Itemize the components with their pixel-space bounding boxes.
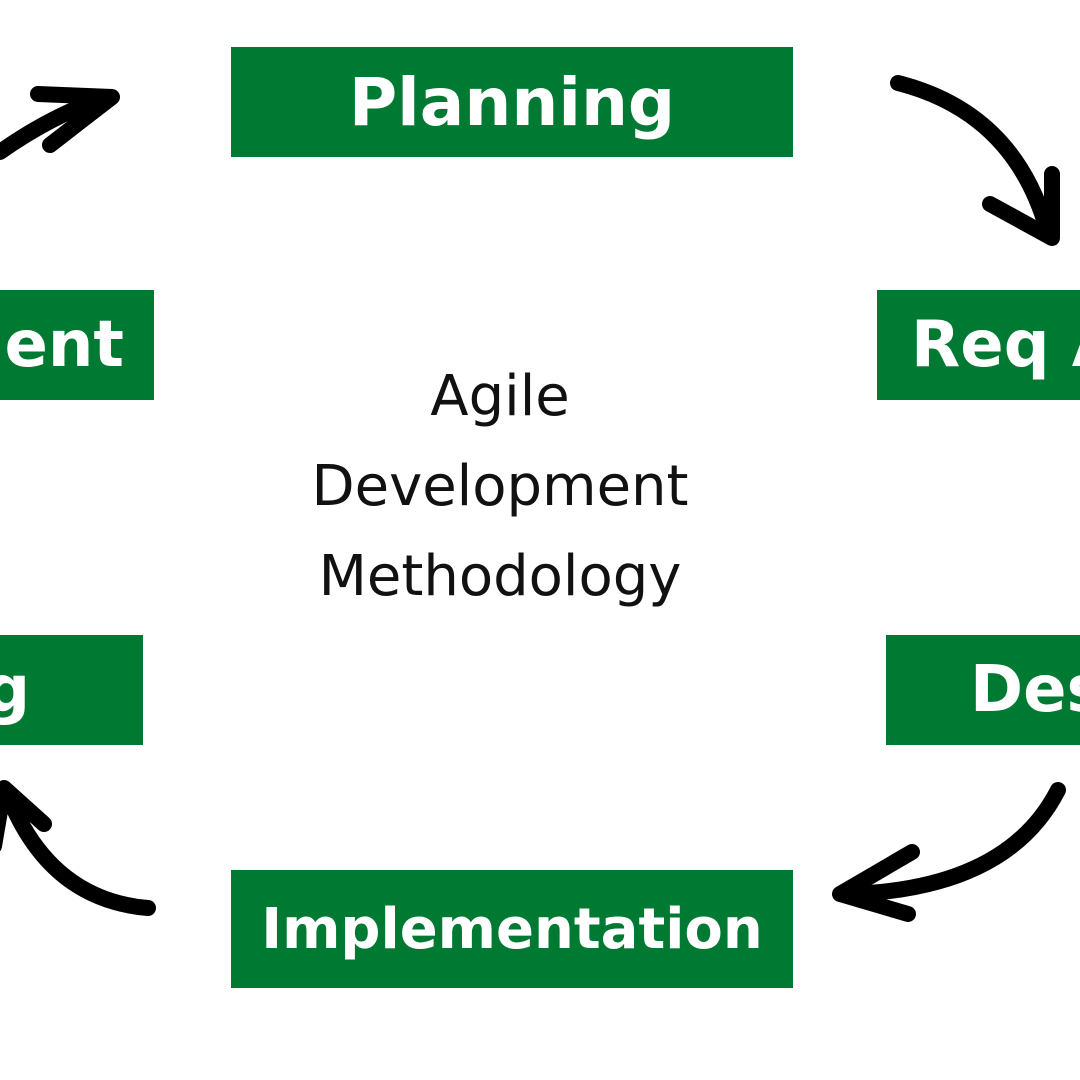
stage-testing-box: g [0, 635, 143, 745]
arrow-to-testing-icon [0, 780, 156, 916]
center-title-line-3: Methodology [318, 544, 682, 609]
stage-design-box: Des [886, 635, 1080, 745]
center-title-line-2: Development [311, 454, 689, 519]
arrow-to-planning-icon [0, 86, 120, 160]
stage-planning-box: Planning [231, 47, 793, 157]
arrow-to-requirements-icon [890, 75, 1060, 246]
stage-implementation-box: Implementation [231, 870, 793, 988]
stage-requirements-label: Req A [911, 308, 1080, 382]
stage-requirements-box: Req A [877, 290, 1080, 400]
stage-testing-label: g [0, 653, 30, 727]
arrow-to-implementation-icon [832, 782, 1066, 922]
center-title: Agile Development Methodology [240, 352, 760, 622]
stage-planning-label: Planning [348, 63, 676, 141]
center-title-line-1: Agile [430, 364, 570, 429]
stage-design-label: Des [970, 653, 1080, 727]
stage-implementation-label: Implementation [261, 896, 763, 962]
stage-deployment-label: ent [4, 308, 124, 382]
stage-deployment-box: ent [0, 290, 154, 400]
